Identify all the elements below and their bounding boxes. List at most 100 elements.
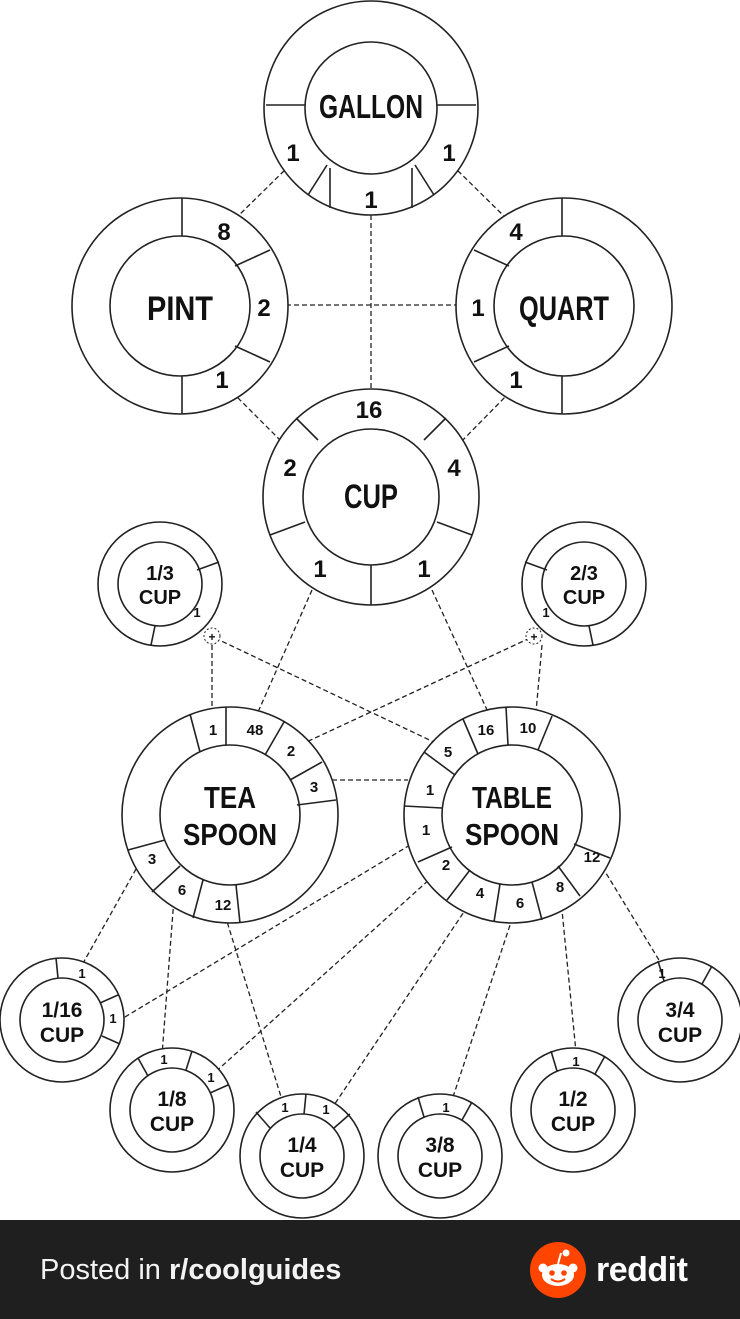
subreddit-link[interactable]: r/coolguides [168, 1254, 342, 1286]
cup-label: CUP [344, 478, 398, 516]
quarter-cup-label-line1: 1/4 [287, 1134, 317, 1157]
sixteenth-cup-label-line1: 1/16 [42, 999, 83, 1022]
teaspoon-count-sixteenth: 3 [148, 851, 156, 868]
three-quarter-cup-label-line2: CUP [658, 1024, 702, 1047]
pint-count-quart: 2 [257, 295, 270, 322]
node-three-eighth-cup: 3/8 CUP 1 [377, 1093, 503, 1219]
node-three-quarter-cup: 3/4 CUP 1 [617, 957, 740, 1083]
cup-count-quart: 4 [447, 455, 461, 482]
tablespoon-count-cup: 16 [478, 722, 495, 739]
quart-label: QUART [519, 290, 609, 328]
link-twothird-teaspoon [299, 637, 531, 746]
link-tablespoon-quarter [331, 899, 473, 1109]
three-eighth-cup-label-line2: CUP [418, 1159, 462, 1182]
link-teaspoon-sixteenth [81, 861, 141, 966]
node-half-cup: 1/2 CUP 1 [510, 1047, 636, 1173]
half-cup-count: 1 [572, 1054, 579, 1069]
posted-in-text: Posted in r/coolguides [40, 1254, 341, 1287]
sixteenth-cup-count-tablespoon: 1 [109, 1011, 116, 1026]
link-cup-tablespoon [431, 589, 489, 713]
cup-count-teaspoon: 1 [313, 556, 326, 583]
quarter-cup-label-line2: CUP [280, 1159, 324, 1182]
pint-label: PINT [147, 290, 213, 328]
link-gallon-pint [231, 164, 291, 223]
quart-count-gallon: 4 [509, 219, 523, 246]
three-eighth-cup-label-line1: 3/8 [425, 1134, 455, 1157]
cup-count-tablespoon: 1 [417, 556, 430, 583]
eighth-cup-count-teaspoon: 1 [160, 1052, 167, 1067]
link-pint-cup [231, 391, 286, 446]
teaspoon-count-third: 1 [209, 722, 217, 739]
tablespoon-count-threeeighth: 6 [516, 895, 524, 912]
tablespoon-label-line1: TABLE [472, 780, 552, 815]
two-third-cup-label-line1: 2/3 [570, 563, 598, 585]
tablespoon-label-line2: SPOON [465, 817, 559, 852]
tablespoon-count-twothird: 10 [520, 720, 537, 737]
node-teaspoon: TEA SPOON 1 48 2 3 3 6 12 [121, 706, 339, 924]
svg-text:+: + [530, 630, 537, 644]
node-pint: PINT 8 2 1 [71, 197, 289, 415]
conversion-diagram: + + GALLON 1 1 1 PINT 8 2 1 [0, 0, 740, 1219]
reddit-wordmark: reddit [596, 1250, 688, 1289]
node-cup: CUP 16 2 4 1 1 [262, 388, 480, 606]
svg-text:+: + [208, 630, 215, 644]
third-cup-label-line1: 1/3 [146, 563, 174, 585]
plus-marker-left: + [203, 627, 221, 645]
node-two-third-cup: 2/3 CUP 1 [521, 521, 647, 647]
link-third-tablespoon [214, 637, 441, 746]
gallon-count-cup: 1 [364, 187, 377, 214]
node-gallon: GALLON 1 1 1 [263, 0, 479, 216]
teaspoon-count-tablespoon: 3 [310, 779, 318, 796]
half-cup-label-line2: CUP [551, 1113, 595, 1136]
pint-count-gallon: 8 [217, 219, 230, 246]
gallon-count-quart: 1 [442, 140, 455, 167]
cup-count-pint: 2 [283, 455, 296, 482]
three-quarter-cup-label-line1: 3/4 [665, 999, 695, 1022]
eighth-cup-label-line1: 1/8 [157, 1088, 187, 1111]
quarter-cup-count-teaspoon: 1 [281, 1100, 288, 1115]
link-teaspoon-eighth [161, 884, 176, 1056]
node-tablespoon: TABLE SPOON 16 10 5 1 1 2 4 6 8 12 [403, 706, 621, 924]
reddit-logo-icon [530, 1242, 586, 1298]
node-eighth-cup: 1/8 CUP 1 1 [109, 1047, 235, 1173]
eighth-cup-count-tablespoon: 1 [207, 1070, 214, 1085]
pint-count-cup: 1 [215, 367, 228, 394]
gallon-label: GALLON [319, 88, 423, 125]
link-teaspoon-quarter [224, 914, 283, 1101]
link-tablespoon-threeeighth [451, 909, 516, 1101]
teaspoon-count-eighth: 6 [178, 882, 186, 899]
node-quarter-cup: 1/4 CUP 1 1 [239, 1093, 365, 1219]
sixteenth-cup-label-line2: CUP [40, 1024, 84, 1047]
two-third-cup-count: 1 [542, 605, 549, 620]
plus-marker-right: + [525, 627, 543, 645]
link-quart-cup [457, 391, 511, 446]
node-sixteenth-cup: 1/16 CUP 1 1 [0, 957, 125, 1083]
link-tablespoon-half [559, 889, 577, 1053]
link-gallon-quart [451, 164, 511, 223]
sixteenth-cup-count-teaspoon: 1 [78, 966, 85, 981]
gallon-count-pint: 1 [286, 140, 299, 167]
teaspoon-count-cup: 48 [247, 722, 264, 739]
link-tablespoon-eighth [211, 869, 441, 1076]
tablespoon-count-third: 5 [444, 744, 452, 761]
posted-prefix: Posted in [40, 1254, 169, 1286]
node-third-cup: 1/3 CUP 1 [97, 521, 223, 647]
tablespoon-count-quarter: 4 [476, 885, 485, 902]
half-cup-label-line1: 1/2 [558, 1088, 587, 1111]
quarter-cup-count-tablespoon: 1 [322, 1102, 329, 1117]
tablespoon-count-threequarter: 12 [584, 849, 601, 866]
link-cup-teaspoon [257, 589, 313, 713]
third-cup-count: 1 [193, 605, 200, 620]
three-quarter-cup-count: 1 [658, 966, 665, 981]
eighth-cup-label-line2: CUP [150, 1113, 194, 1136]
cup-count-gallon: 16 [356, 397, 383, 424]
connection-lines [81, 164, 663, 1109]
two-third-cup-label-line2: CUP [563, 587, 605, 609]
link-tablespoon-sixteenth [119, 844, 411, 1021]
teaspoon-label-line2: SPOON [183, 817, 277, 852]
reddit-brand[interactable]: reddit [530, 1242, 688, 1298]
node-quart: QUART 4 1 1 [455, 197, 673, 415]
tablespoon-count-sixteenth: 1 [422, 822, 430, 839]
quart-count-cup: 1 [509, 367, 522, 394]
quart-count-pint: 1 [471, 295, 484, 322]
